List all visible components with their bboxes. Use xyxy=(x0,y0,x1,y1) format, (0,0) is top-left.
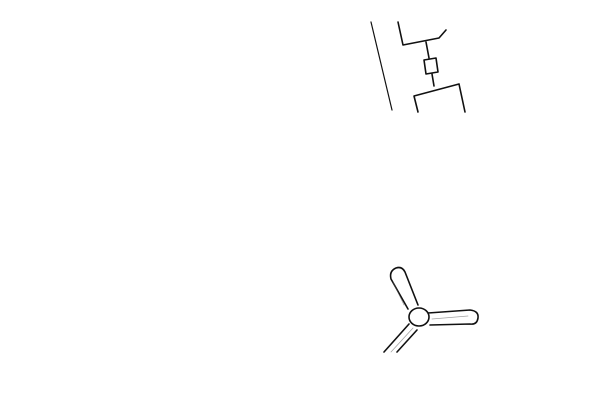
propeller-blade-top xyxy=(389,266,419,310)
propeller-icon xyxy=(383,266,479,353)
coupling-block xyxy=(423,57,439,75)
upper-box xyxy=(397,21,447,46)
propeller-blade-lower-left-edge xyxy=(396,329,418,353)
slanted-guide-line xyxy=(370,21,393,111)
shaft-lower xyxy=(431,73,435,87)
mechanical-linkage-diagram xyxy=(370,21,466,113)
lower-box xyxy=(413,83,466,113)
shaft-upper xyxy=(425,41,430,59)
propeller-blade-lower-left xyxy=(383,323,410,353)
propeller-hub xyxy=(408,307,430,327)
